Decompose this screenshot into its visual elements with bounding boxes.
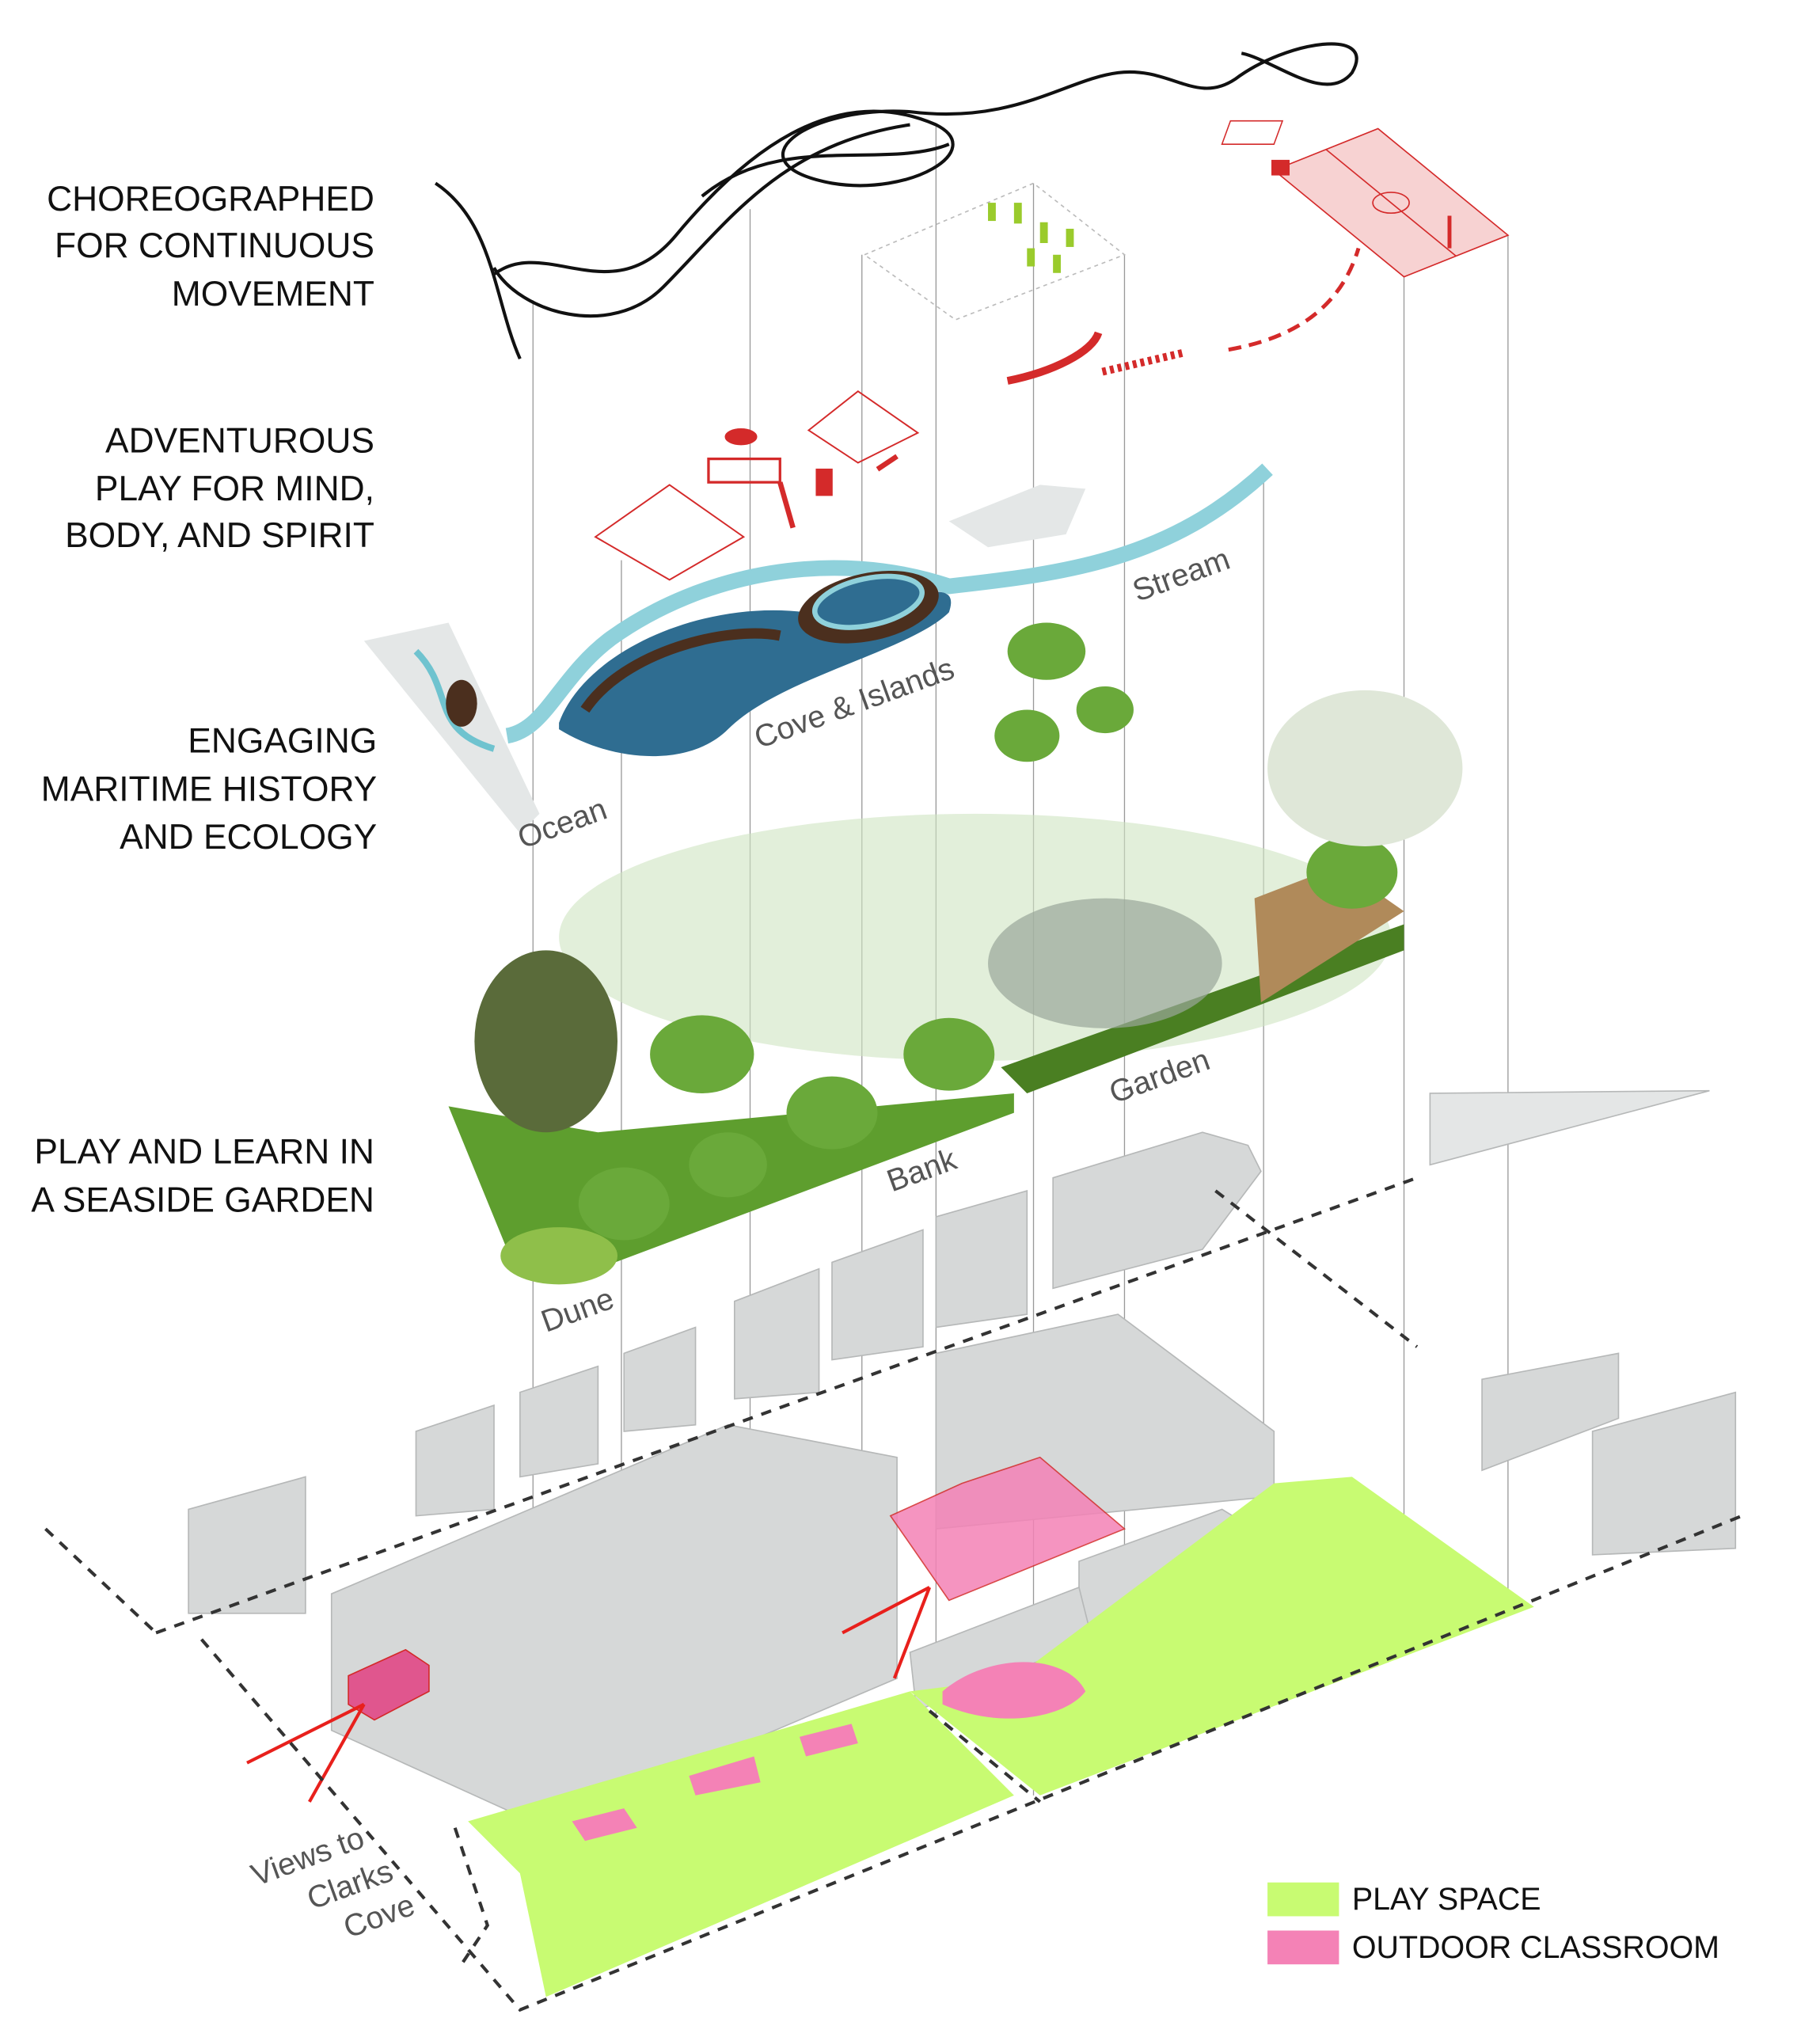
legend-swatch-outdoor-classroom [1267, 1930, 1339, 1965]
heading-garden: PLAY AND LEARN IN A SEASIDE GARDEN [31, 1133, 374, 1220]
play-equipment [594, 247, 1361, 581]
basketball-court [1221, 120, 1510, 278]
legend-label: PLAY SPACE [1352, 1882, 1541, 1917]
play-space-areas [468, 1477, 1534, 1997]
heading-line: PLAY FOR MIND, [95, 469, 374, 508]
heading-line: PLAY AND LEARN IN [34, 1133, 374, 1172]
zone-label-dune: Dune [537, 1281, 619, 1340]
outdoor-classroom-areas [348, 1456, 1127, 1841]
site-boundary [44, 1176, 1743, 2012]
ocean-cove-stream [363, 463, 1273, 834]
heading-adventure: ADVENTUROUS PLAY FOR MIND, BODY, AND SPI… [65, 421, 374, 555]
heading-movement: CHOREOGRAPHED FOR CONTINUOUS MOVEMENT [47, 180, 374, 314]
view-arrows [246, 1586, 932, 1803]
heading-line: A SEASIDE GARDEN [31, 1180, 374, 1219]
heading-line: BODY, AND SPIRIT [65, 516, 374, 555]
heading-maritime: ENGAGING MARITIME HISTORY AND ECOLOGY [41, 722, 377, 857]
garden-layer [448, 622, 1463, 1285]
movement-path [434, 42, 1358, 359]
legend: PLAY SPACE OUTDOOR CLASSROOM [1267, 1882, 1719, 1965]
heading-line: MOVEMENT [172, 275, 374, 314]
legend-swatch-play-space [1267, 1882, 1339, 1917]
heading-line: CHOREOGRAPHED [47, 180, 374, 219]
heading-line: ADVENTUROUS [105, 421, 374, 460]
heading-line: ENGAGING [188, 722, 377, 761]
legend-label: OUTDOOR CLASSROOM [1352, 1930, 1719, 1965]
garden-tables [863, 182, 1127, 321]
heading-line: AND ECOLOGY [120, 818, 377, 857]
heading-line: MARITIME HISTORY [41, 770, 377, 808]
heading-line: FOR CONTINUOUS [55, 226, 374, 265]
